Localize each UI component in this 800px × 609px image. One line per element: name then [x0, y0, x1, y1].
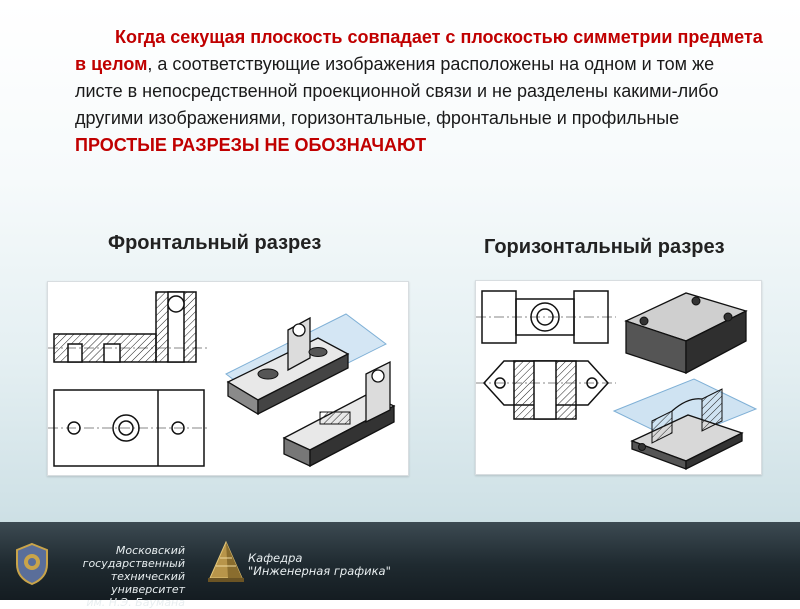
heading-horizontal-section: Горизонтальный разрез [484, 236, 725, 258]
department-line-1: Кафедра [248, 551, 303, 565]
university-line-3: им. Н.Э. Баумана [86, 596, 185, 609]
paragraph-body: , а соответствующие изображения располож… [75, 54, 719, 128]
department-line-2: "Инженерная графика" [248, 564, 391, 578]
paragraph-bold-condition: Когда секущая плоскость совпадает с плос… [75, 27, 763, 74]
heading-frontal-section: Фронтальный разрез [108, 232, 322, 254]
isometric-cut-result [282, 360, 396, 468]
front-view-section [48, 291, 208, 363]
footer-bar: Московский государственный технический у… [0, 522, 800, 609]
horizontal-section-svg [476, 290, 758, 471]
front-view [476, 290, 616, 344]
intro-paragraph: Когда секущая плоскость совпадает с плос… [75, 24, 765, 159]
isometric-lower-cut-part [612, 378, 758, 471]
university-name: Московский государственный технический у… [50, 544, 185, 609]
top-view-section [476, 360, 616, 420]
bmstu-crest-icon [16, 542, 48, 586]
frontal-section-svg [48, 291, 396, 468]
horizontal-section-drawing [475, 280, 762, 475]
paragraph-rule: ПРОСТЫЕ РАЗРЕЗЫ НЕ ОБОЗНАЧАЮТ [75, 135, 427, 155]
engineering-graphics-pyramid-icon [208, 540, 244, 582]
university-line-2: технический университет [110, 570, 185, 596]
isometric-upper-part [624, 292, 748, 375]
isometric-part-with-plane [225, 313, 387, 416]
university-line-1: Московский государственный [82, 544, 185, 570]
department-name: Кафедра "Инженерная графика" [248, 552, 391, 578]
frontal-section-drawing [47, 281, 409, 476]
top-view [48, 389, 210, 467]
